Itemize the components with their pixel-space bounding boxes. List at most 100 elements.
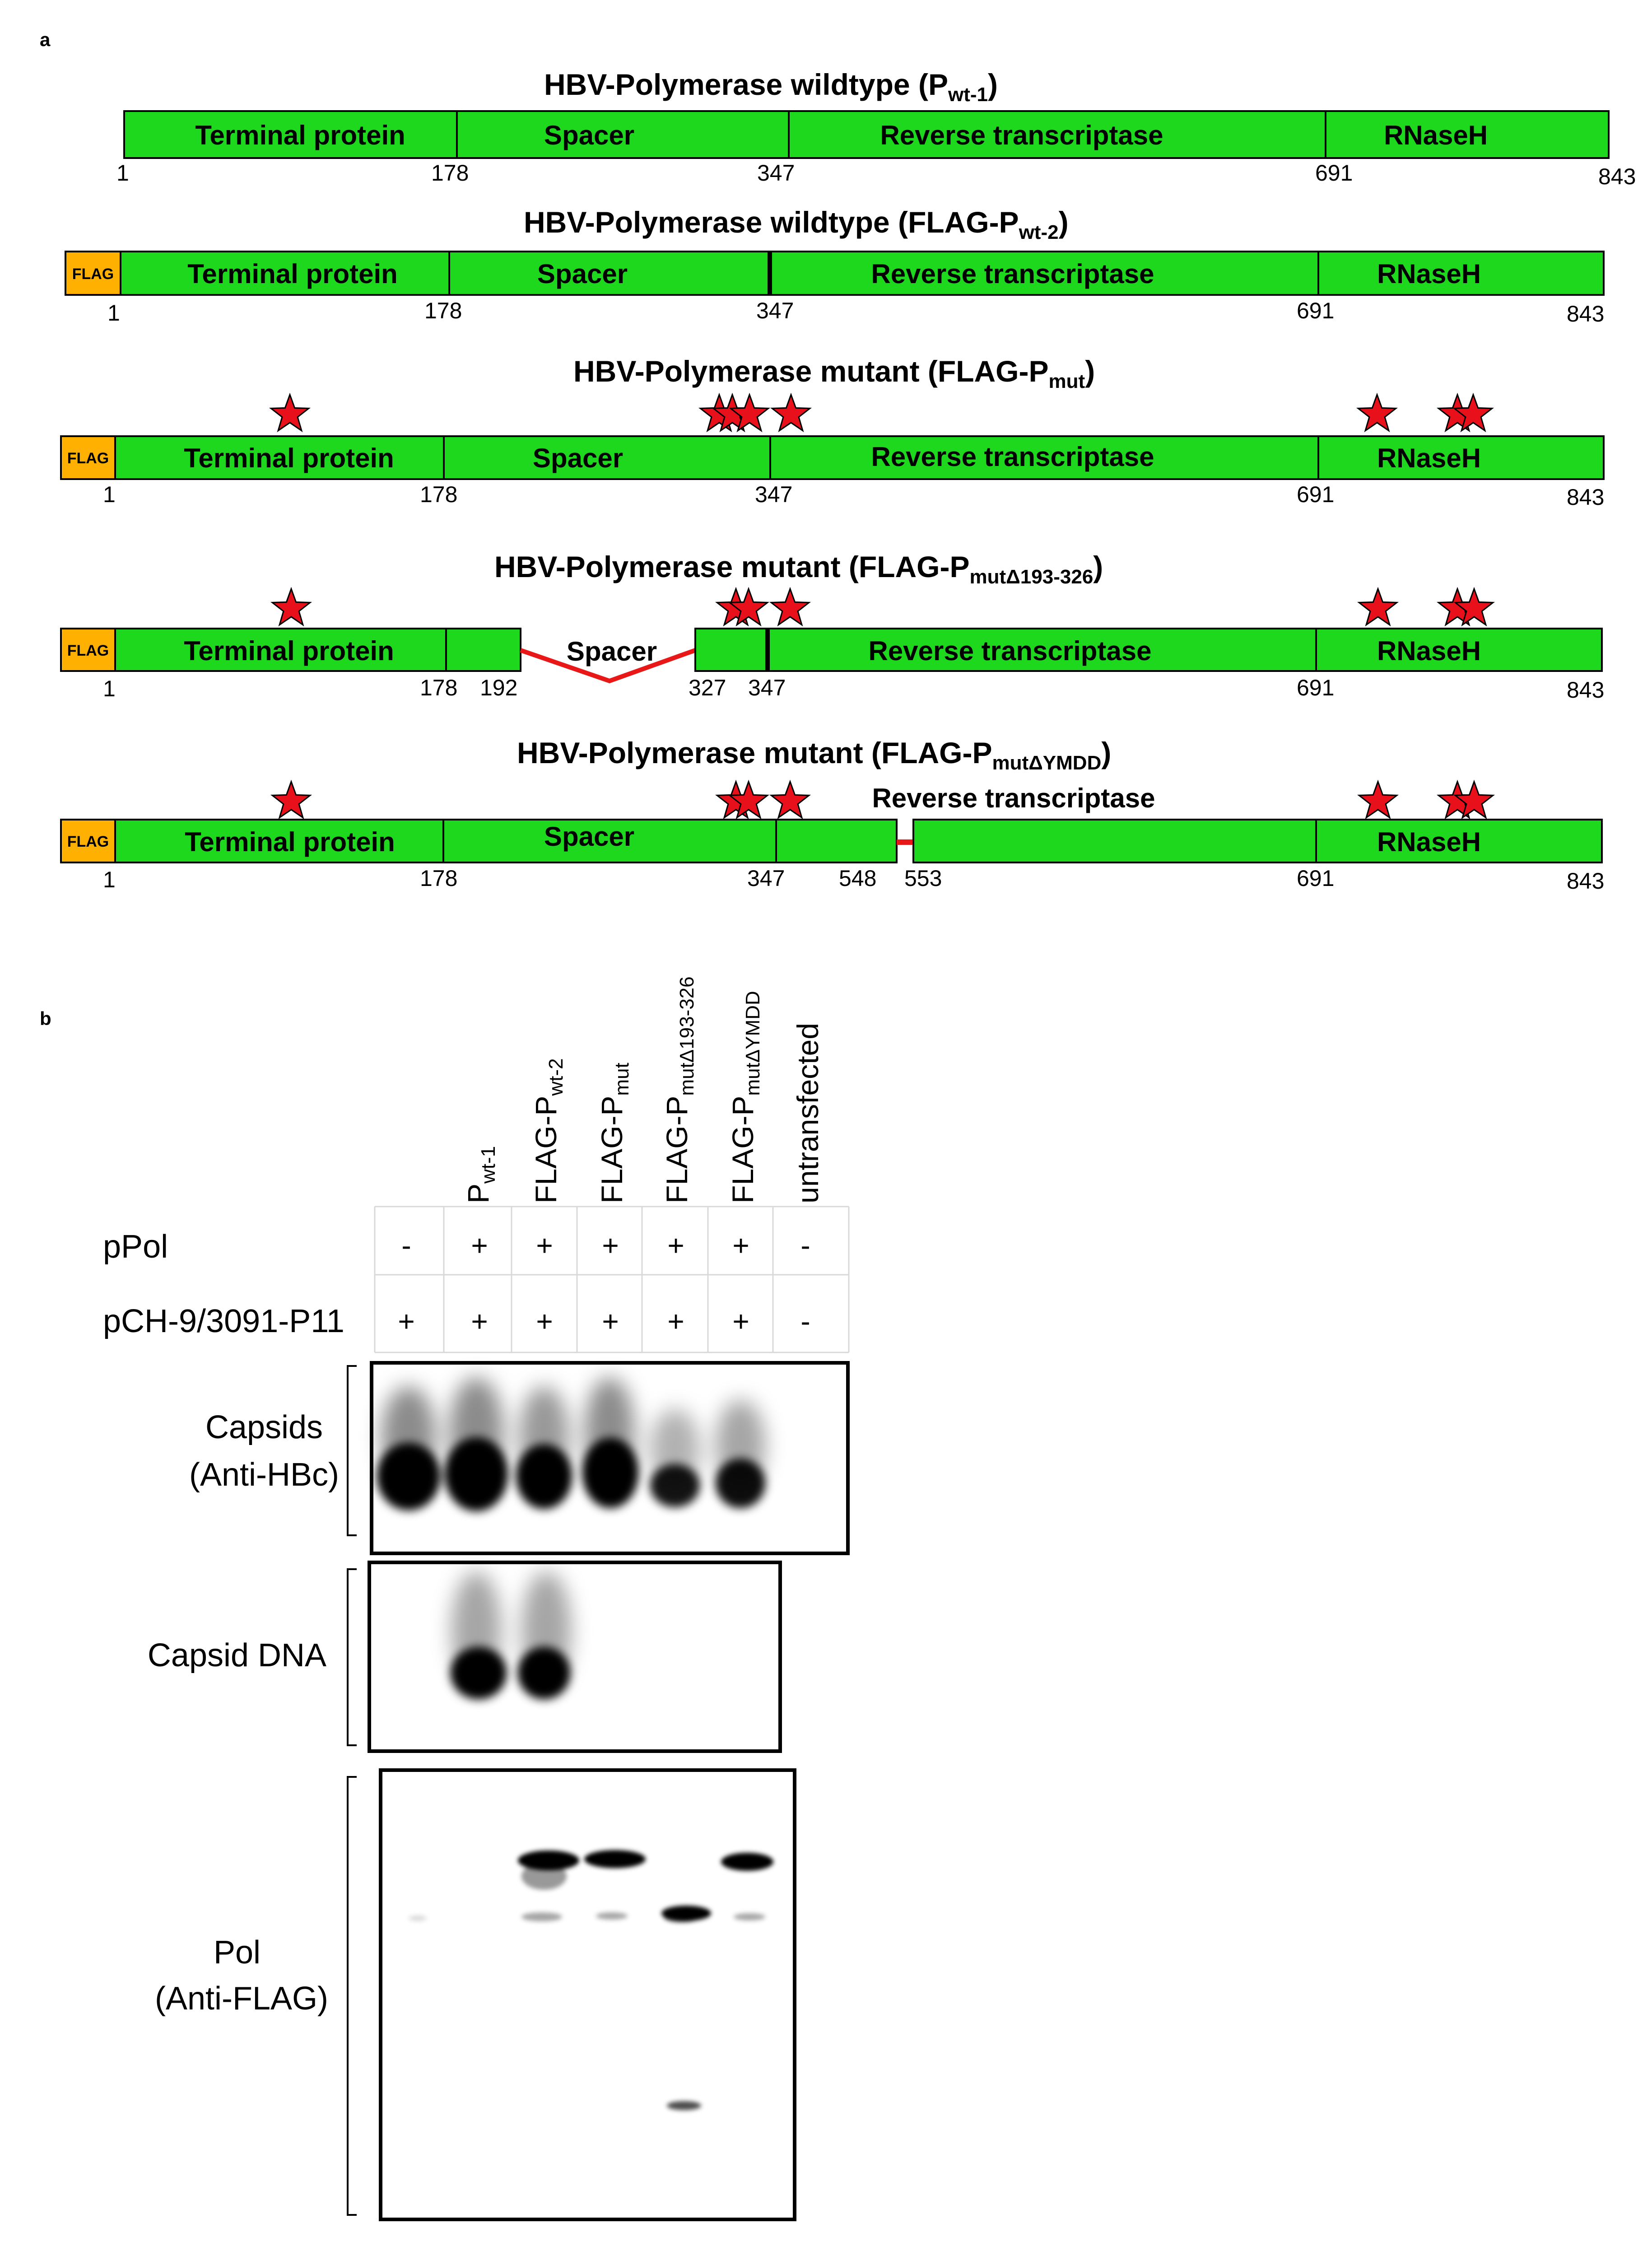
position-label: 178 [431,160,469,186]
mutation-star-icon [269,392,311,433]
domain-label: Terminal protein [184,636,394,666]
cell-value: + [667,1305,684,1338]
lane-labels: Pwt-1 FLAG-Pwt-2 FLAG-Pmut FLAG-PmutΔ193… [461,976,824,1203]
domain-label: Terminal protein [187,259,398,289]
cell-value: + [471,1229,488,1262]
mutation-stars [270,779,1495,820]
position-label: 1 [103,867,116,892]
construct-title: HBV-Polymerase wildtype (FLAG-Pwt-2) [524,205,1069,243]
blot-capsids [370,1361,850,1555]
position-label: 691 [1297,482,1334,507]
domain-label: Reverse transcriptase [872,783,1155,813]
position-label: 553 [904,866,942,891]
domain-label: Reverse transcriptase [868,636,1151,666]
position-label: 843 [1567,301,1604,326]
domain-rnaseh [1325,110,1610,159]
row-label-ppol: pPol [103,1229,168,1265]
position-label: 178 [420,675,457,700]
cell-value: + [536,1305,553,1338]
domain-terminal-protein [114,435,445,480]
position-label: 347 [748,675,786,700]
domain-spacer-n [445,628,521,672]
mutation-stars [270,587,1495,627]
domain-reverse-transcriptase [788,110,1326,159]
position-label: 843 [1567,677,1604,703]
construct-5: HBV-Polymerase mutant (FLAG-PmutΔYMDD) F… [60,736,1604,894]
position-label: 347 [756,298,794,323]
mutation-star-icon [1452,392,1494,433]
mutation-star-icon [270,779,312,820]
domain-terminal-protein [120,251,450,296]
position-label: 1 [116,160,129,186]
cell-value: + [732,1229,749,1262]
domain-rnaseh [1315,819,1603,863]
domain-terminal-protein [114,819,444,863]
construct-title: HBV-Polymerase mutant (FLAG-Pmut) [573,354,1095,392]
position-label: 691 [1297,675,1334,700]
cell-value: + [602,1229,619,1262]
domain-label: RNaseH [1377,636,1481,666]
mutation-star-icon [1357,587,1399,627]
pch-values: + + + + + + - [398,1305,810,1338]
flag-tag [60,819,116,863]
position-label: 843 [1598,164,1636,189]
lane-label: FLAG-PmutΔYMDD [726,991,764,1203]
flag-tag-label: FLAG [67,833,109,850]
domain-label: RNaseH [1377,259,1481,289]
blot-pol [379,1768,796,2221]
mutation-star-icon [727,779,770,820]
ppol-values: - + + + + + - [401,1229,810,1262]
construct-2: HBV-Polymerase wildtype (FLAG-Pwt-2) FLA… [65,205,1605,326]
position-label: 548 [839,866,876,891]
cell-value: - [800,1229,810,1262]
construct-title: HBV-Polymerase mutant (FLAG-PmutΔYMDD) [517,736,1111,774]
domain-reverse-transcriptase-n [775,819,898,863]
lane-label: FLAG-Pwt-2 [529,1058,567,1203]
domain-spacer-c [694,628,768,672]
domain-label: Spacer [544,821,634,852]
domain-rnaseh [1317,435,1605,480]
position-label: 327 [689,675,726,700]
position-label: 1 [103,676,116,701]
position-label: 192 [480,675,517,700]
position-label: 178 [420,482,457,507]
position-label: 347 [747,866,785,891]
domain-spacer [448,251,771,296]
domain-rnaseh [1315,628,1603,672]
domain-label: Spacer [544,120,634,150]
condition-grid [374,1206,850,1353]
mutation-stars [269,392,1494,433]
position-label: 347 [757,160,795,186]
position-label: 843 [1567,485,1604,510]
cell-value: + [536,1229,553,1262]
lane-label: untransfected [791,1023,824,1203]
deletion-line [520,648,696,684]
construct-title: HBV-Polymerase mutant (FLAG-PmutΔ193-326… [494,550,1103,588]
bracket [347,1776,357,2216]
flag-tag-label: FLAG [72,266,114,283]
lane-label: FLAG-Pmut [595,1063,633,1203]
cell-value: + [667,1229,684,1262]
blot-capsid-dna [368,1561,782,1753]
domain-label: Reverse transcriptase [871,442,1154,472]
construct-4: HBV-Polymerase mutant (FLAG-PmutΔ193-326… [60,550,1604,703]
mutation-star-icon [727,587,770,627]
domain-reverse-transcriptase [767,628,1317,672]
mutation-star-icon [769,779,811,820]
position-label: 691 [1297,866,1334,891]
mutation-star-icon [1453,587,1495,627]
mutation-star-icon [728,392,771,433]
domain-label: Terminal protein [185,827,395,857]
flag-tag [65,251,121,296]
panel-a-label: a [40,29,51,50]
position-label: 1 [107,300,120,326]
flag-tag-label: FLAG [67,450,109,467]
position-label: 178 [424,298,462,323]
construct-1: HBV-Polymerase wildtype (Pwt-1) Terminal… [116,68,1636,189]
mutation-star-icon [769,587,811,627]
domain-terminal-protein [114,628,447,672]
cell-value: - [800,1305,810,1338]
domain-label: Spacer [567,636,657,667]
bracket [347,1568,357,1746]
